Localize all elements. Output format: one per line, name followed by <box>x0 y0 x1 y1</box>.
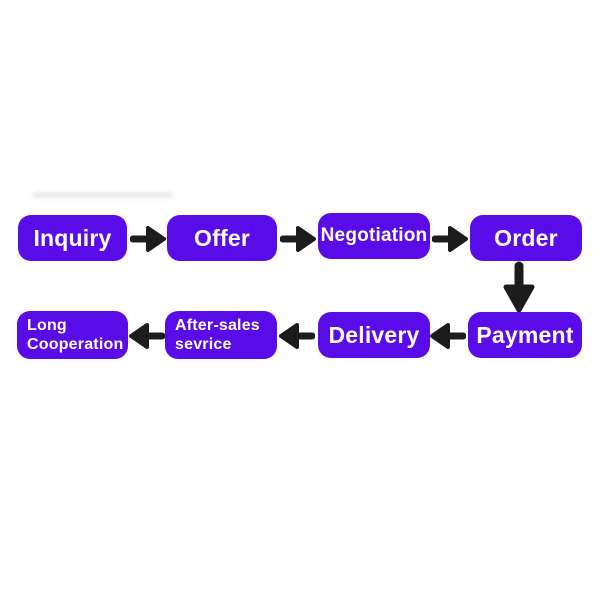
flow-node-label: Offer <box>194 224 250 251</box>
watermark-artifact <box>33 192 173 198</box>
flow-node-negotiation: Negotiation <box>318 213 430 259</box>
flow-node-label-line2: sevrice <box>175 336 232 353</box>
flow-node-label: Order <box>494 224 558 251</box>
flow-node-offer: Offer <box>167 215 277 261</box>
flow-node-label: Negotiation <box>320 225 428 246</box>
flow-node-payment: Payment <box>468 312 582 358</box>
arrow-right-icon <box>432 224 468 254</box>
arrow-left-icon <box>279 321 315 351</box>
flow-node-label-line1: Long <box>27 317 67 334</box>
flow-node-long-cooperation: Long Cooperation <box>17 311 128 359</box>
flow-node-order: Order <box>470 215 582 261</box>
arrow-right-icon <box>130 224 166 254</box>
flow-node-label: Delivery <box>328 321 420 348</box>
flow-node-label-line2: Cooperation <box>27 336 124 353</box>
flow-node-delivery: Delivery <box>318 312 430 358</box>
arrow-left-icon <box>129 321 165 351</box>
arrow-down-icon <box>503 261 535 313</box>
arrow-right-icon <box>280 224 316 254</box>
flow-node-label-line1: After-sales <box>175 317 260 334</box>
arrow-left-icon <box>430 321 466 351</box>
flow-node-label: Inquiry <box>33 224 112 251</box>
flow-node-after-sales-service: After-sales sevrice <box>165 311 277 359</box>
flow-node-inquiry: Inquiry <box>18 215 127 261</box>
flow-node-label: Payment <box>476 321 574 348</box>
